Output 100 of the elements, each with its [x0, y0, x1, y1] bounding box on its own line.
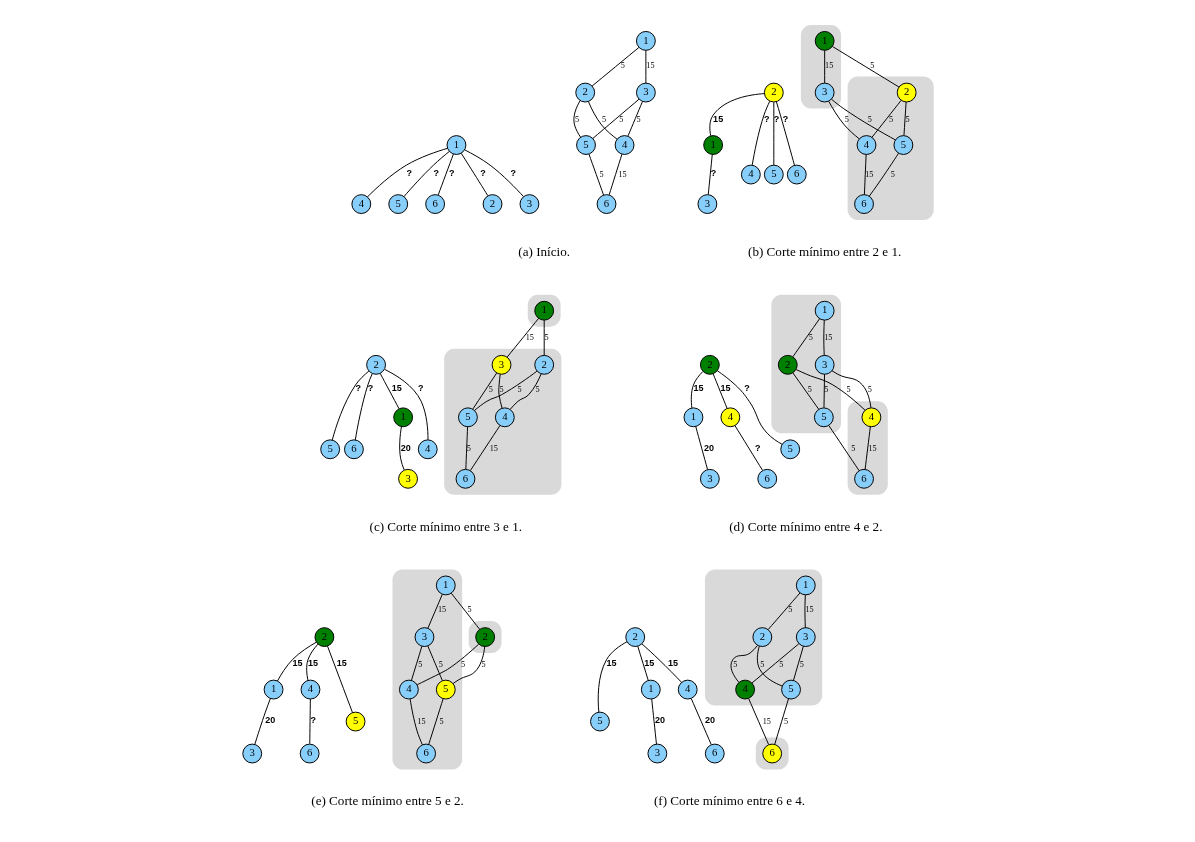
node-circle: 5: [893, 135, 914, 155]
node-circle: 1: [446, 135, 467, 155]
node-circle: 1: [534, 300, 555, 321]
edge-label: ?: [773, 113, 780, 124]
edge-label: 20: [265, 715, 276, 726]
connector: [709, 93, 765, 137]
edge-label: 5: [460, 659, 466, 669]
edge-label: 5: [808, 332, 813, 342]
connector: [832, 46, 900, 88]
edge-label: 15: [391, 383, 402, 394]
connector: [367, 147, 449, 198]
edge-label: 15: [865, 169, 874, 179]
edge-label: ?: [480, 168, 486, 179]
edge-label: 5: [466, 444, 471, 454]
node-circle: 6: [854, 468, 874, 489]
node-circle: 4: [677, 679, 698, 700]
node-circle: 2: [752, 627, 773, 647]
node-circle: 5: [435, 679, 456, 700]
label: (e) Corte mínimo entre 5 e 2.: [311, 793, 464, 809]
edge-label: 20: [704, 715, 715, 726]
edge-label: 5: [636, 115, 641, 125]
edge-label: 20: [654, 715, 665, 726]
connector: [734, 425, 763, 471]
node-circle: 5: [763, 164, 784, 185]
connector: [767, 592, 801, 630]
node-circle: 4: [351, 194, 372, 214]
edge-label: ?: [782, 113, 789, 124]
edge-label: 5: [890, 169, 895, 179]
cluster: [444, 348, 562, 495]
connector: [399, 426, 405, 471]
node-circle: 4: [300, 679, 321, 700]
node-circle: 1: [703, 135, 724, 155]
edge-label: 5: [844, 115, 849, 125]
edge-label: 5: [438, 659, 443, 669]
edge-label: 15: [606, 658, 617, 669]
node-circle: 6: [425, 194, 446, 214]
node-circle: 5: [590, 711, 610, 732]
cluster: [847, 76, 934, 221]
label: (c) Corte mínimo entre 3 e 1.: [369, 518, 523, 534]
edge-label: 15: [292, 658, 303, 669]
connector: [748, 698, 770, 745]
node-circle: 2: [475, 627, 496, 647]
edge-label: ?: [510, 168, 517, 179]
connector: [327, 645, 353, 713]
node-circle: 6: [344, 439, 364, 460]
node-circle: 4: [861, 407, 882, 428]
edge-label: 5: [784, 716, 789, 726]
node-circle: 4: [720, 407, 741, 428]
cluster: [771, 294, 842, 434]
edge-label: 15: [713, 113, 724, 124]
edge-label: 5: [733, 659, 738, 669]
edge-label: ?: [310, 715, 316, 726]
node-circle: 1: [640, 679, 661, 700]
edge-label: 5: [467, 605, 472, 615]
connector: [591, 46, 640, 87]
connector: [452, 646, 486, 684]
node-circle: 4: [417, 439, 438, 460]
edge-label: 15: [646, 60, 655, 70]
node-circle: 2: [482, 194, 503, 214]
edge-label: ?: [744, 383, 750, 394]
connector: [868, 152, 900, 197]
connector: [588, 153, 605, 196]
connector: [379, 372, 400, 410]
edge-label: ?: [355, 383, 362, 394]
connector: [774, 698, 789, 745]
connector: [627, 101, 643, 137]
connector: [690, 371, 704, 409]
edge-label: 5: [488, 384, 493, 394]
connector: [354, 373, 373, 441]
cluster: [800, 24, 842, 109]
connector: [793, 645, 804, 681]
label: (d) Corte mínimo entre 4 e 2.: [729, 518, 883, 534]
node-circle: 5: [320, 439, 341, 460]
node-circle: 6: [704, 743, 725, 764]
connector: [792, 318, 820, 358]
connector: [331, 370, 370, 441]
edge-label: 15: [693, 383, 704, 394]
cluster: [847, 401, 888, 495]
node-circle: 5: [780, 439, 801, 460]
edge-label: 15: [308, 658, 319, 669]
edge-label: 5: [620, 60, 625, 70]
node-circle: 2: [625, 627, 646, 647]
edge-label: 5: [779, 659, 784, 669]
cluster: [704, 569, 823, 706]
connector: [871, 99, 902, 138]
edge-label: 15: [489, 444, 498, 454]
node-circle: 5: [345, 711, 366, 732]
connector: [712, 373, 728, 409]
cluster: [392, 569, 463, 770]
connector: [804, 594, 806, 629]
edge-label: 15: [720, 383, 731, 394]
edge-label: 15: [825, 60, 834, 70]
connector: [637, 645, 649, 681]
node-circle: 2: [699, 354, 720, 375]
edge-label: 20: [704, 442, 715, 453]
connector: [751, 643, 800, 684]
node-circle: 2: [575, 82, 596, 103]
connector: [831, 370, 872, 409]
cluster: [527, 294, 561, 327]
connector: [306, 643, 319, 681]
